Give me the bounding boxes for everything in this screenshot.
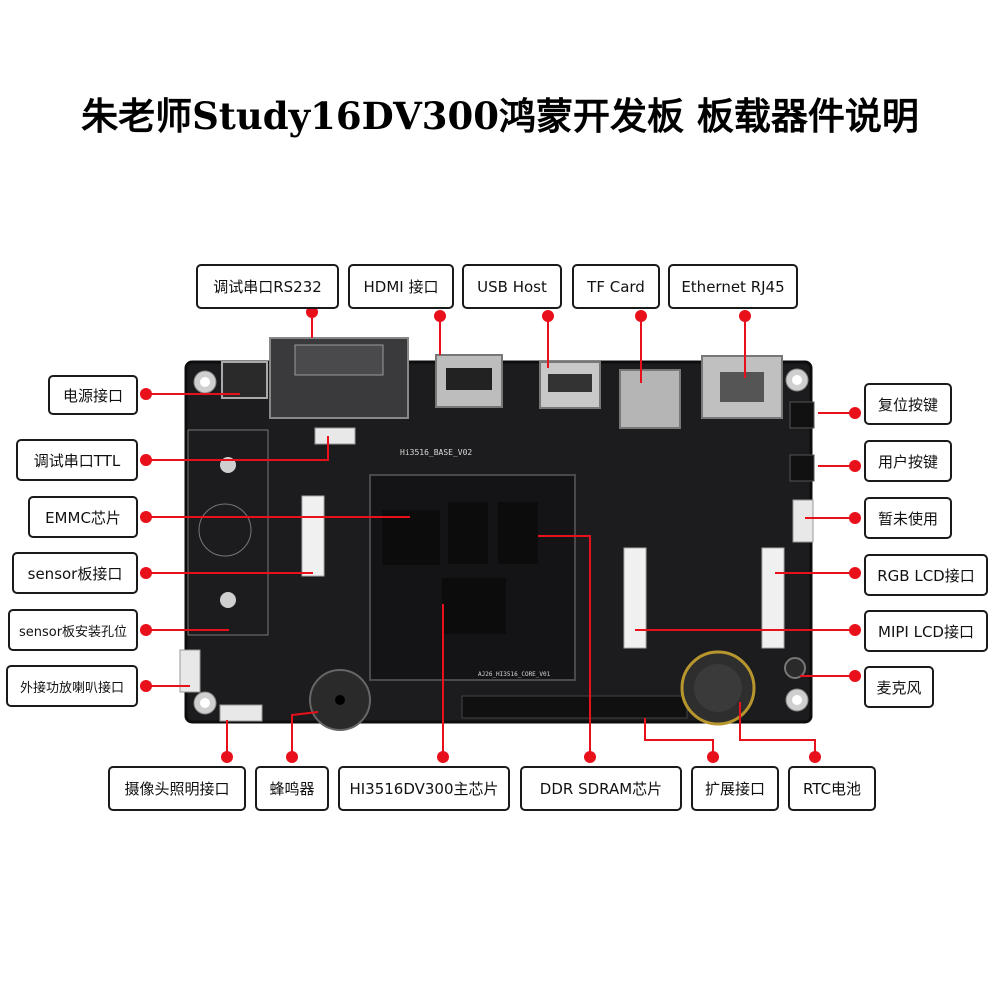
- power-jack: [221, 361, 268, 399]
- leader-dot: [849, 670, 861, 682]
- mipi-lcd-fpc: [623, 547, 647, 649]
- mount-hole: [792, 695, 802, 705]
- page-title: 朱老师Study16DV300鸿蒙开发板 板载器件说明: [81, 94, 919, 138]
- leader-dot: [221, 751, 233, 763]
- leader-dot: [849, 460, 861, 472]
- mount-hole: [200, 698, 210, 708]
- leader-dot: [140, 680, 152, 692]
- db9-shell: [294, 344, 384, 376]
- label-mipi-lcd: MIPI LCD接口: [864, 610, 988, 652]
- leader-dot: [849, 512, 861, 524]
- label-power: 电源接口: [48, 375, 138, 415]
- label-usb-host: USB Host: [462, 264, 562, 309]
- leader-dot: [635, 310, 647, 322]
- label-expansion: 扩展接口: [691, 766, 779, 811]
- mount-hole: [200, 377, 210, 387]
- leader-dot: [437, 751, 449, 763]
- ttl-header: [314, 427, 356, 445]
- expansion-header: [461, 695, 688, 719]
- label-sensor-connector: sensor板接口: [12, 552, 138, 594]
- buzzer-hole: [335, 695, 345, 705]
- label-tf-card: TF Card: [572, 264, 660, 309]
- leader-dot: [809, 751, 821, 763]
- ddr-chip-1: [448, 502, 488, 564]
- sensor-lens-outline: [198, 503, 252, 557]
- leader-dot: [140, 454, 152, 466]
- label-buzzer: 蜂鸣器: [255, 766, 329, 811]
- label-rtc: RTC电池: [788, 766, 876, 811]
- label-reset-key: 复位按键: [864, 383, 952, 425]
- mount-hole: [220, 592, 236, 608]
- speaker-header: [179, 649, 201, 693]
- mount-hole: [792, 375, 802, 385]
- leader-ttl: [146, 436, 329, 461]
- label-emmc: EMMC芯片: [28, 496, 138, 538]
- leader-dot: [542, 310, 554, 322]
- leader-dot: [849, 407, 861, 419]
- user-button: [789, 454, 815, 482]
- leader-buzzer: [291, 711, 319, 757]
- leader-dot: [584, 751, 596, 763]
- leader-dot: [849, 567, 861, 579]
- sensor-area-outline: [187, 429, 269, 636]
- emmc-side-fpc: [301, 495, 325, 577]
- label-user-key: 用户按键: [864, 440, 952, 482]
- label-ttl: 调试串口TTL: [16, 439, 138, 481]
- silkscreen-base: Hi3516_BASE_V02: [400, 448, 472, 457]
- leader-dots: [140, 306, 861, 763]
- hdmi-inner: [446, 368, 492, 390]
- leader-dot: [434, 310, 446, 322]
- label-unused: 暂未使用: [864, 497, 952, 539]
- microphone: [784, 657, 806, 679]
- leader-rtc: [739, 702, 816, 757]
- leader-dot: [140, 511, 152, 523]
- leader-dot: [286, 751, 298, 763]
- label-camera-light: 摄像头照明接口: [108, 766, 246, 811]
- leader-expansion: [644, 718, 714, 757]
- label-rs232: 调试串口RS232: [196, 264, 339, 309]
- tf-card-slot: [619, 369, 681, 429]
- rj45-inner: [720, 372, 764, 402]
- label-ddr: DDR SDRAM芯片: [520, 766, 682, 811]
- label-sensor-mount: sensor板安装孔位: [8, 609, 138, 651]
- leader-dot: [739, 310, 751, 322]
- leader-dot: [140, 388, 152, 400]
- leader-ddr: [538, 535, 591, 757]
- soc-chip: [442, 578, 506, 634]
- rtc-battery-inner: [694, 664, 742, 712]
- label-ethernet: Ethernet RJ45: [668, 264, 798, 309]
- leader-dot: [140, 567, 152, 579]
- leader-dot: [849, 624, 861, 636]
- label-soc: HI3516DV300主芯片: [338, 766, 510, 811]
- emmc-chip: [382, 510, 440, 565]
- label-rgb-lcd: RGB LCD接口: [864, 554, 988, 596]
- leader-dot: [707, 751, 719, 763]
- leader-dot: [140, 624, 152, 636]
- camera-light-header: [219, 704, 263, 722]
- label-speaker: 外接功放喇叭接口: [6, 665, 138, 707]
- unused-header: [792, 499, 814, 543]
- reset-button: [789, 401, 815, 429]
- usb-inner: [548, 374, 592, 392]
- leader-dot: [306, 306, 318, 318]
- leader-lines: [146, 310, 855, 757]
- ddr-chip-2: [498, 502, 538, 564]
- rgb-lcd-fpc: [761, 547, 785, 649]
- label-hdmi: HDMI 接口: [348, 264, 454, 309]
- label-microphone: 麦克风: [864, 666, 934, 708]
- silkscreen-core: AJ26_HI3516_CORE_V01: [478, 671, 551, 678]
